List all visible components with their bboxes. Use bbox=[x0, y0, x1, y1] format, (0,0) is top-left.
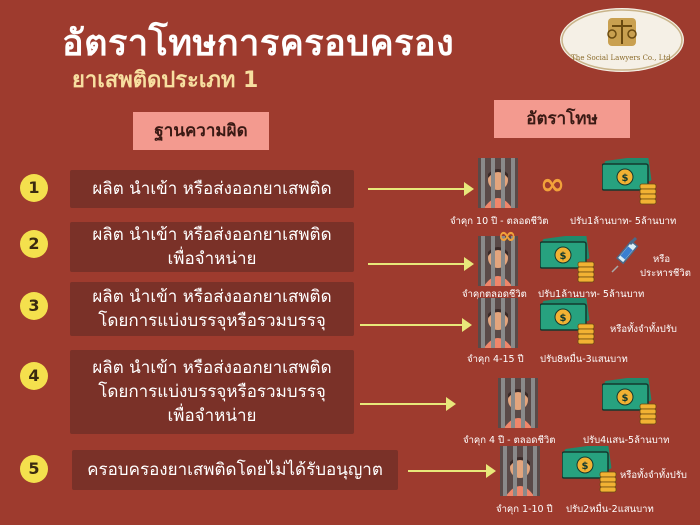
prison-term: จำคุก 4-15 ปี bbox=[467, 354, 524, 365]
money-icon bbox=[562, 446, 617, 493]
prisoner-icon bbox=[498, 378, 538, 428]
offense-line: โดยการแบ่งบรรจุหรือรวมบรรจุ bbox=[98, 382, 326, 402]
offense-line: ครอบครองยาเสพติดโดยไม่ได้รับอนุญาต bbox=[87, 460, 383, 480]
offense-box-2: ผลิต นำเข้า หรือส่งออกยาเสพติด เพื่อจำหน… bbox=[70, 222, 354, 272]
penalty-note: หรือ bbox=[653, 254, 671, 265]
prison-term: จำคุกตลอดชีวิต bbox=[462, 289, 527, 300]
prisoner-icon bbox=[500, 446, 540, 496]
offense-box-1: ผลิต นำเข้า หรือส่งออกยาเสพติด bbox=[70, 170, 354, 208]
syringe-icon bbox=[611, 236, 639, 273]
row-number-3: 3 bbox=[20, 292, 48, 320]
page-title: อัตราโทษการครอบครอง bbox=[62, 23, 455, 64]
prison-term: จำคุก 1-10 ปี bbox=[496, 504, 553, 515]
arrow-icon bbox=[368, 182, 474, 196]
offense-line: ผลิต นำเข้า หรือส่งออกยาเสพติด bbox=[92, 225, 332, 245]
row-number-4: 4 bbox=[20, 362, 48, 390]
penalty-column-header: อัตราโทษ bbox=[494, 100, 630, 138]
penalty-note: ประหารชีวิต bbox=[640, 268, 691, 279]
row-number-2: 2 bbox=[20, 230, 48, 258]
offense-box-4: ผลิต นำเข้า หรือส่งออกยาเสพติด โดยการแบ่… bbox=[70, 350, 354, 434]
fine-amount: ปรับ2หมื่น-2แสนบาท bbox=[566, 504, 654, 515]
arrow-icon bbox=[360, 397, 456, 411]
offense-line: เพื่อจำหน่าย bbox=[167, 249, 257, 269]
prison-term: จำคุก 10 ปี - ตลอดชีวิต bbox=[450, 216, 549, 227]
offense-line: เพื่อจำหน่าย bbox=[167, 406, 257, 426]
fine-amount: ปรับ8หมื่น-3แสนบาท bbox=[540, 354, 628, 365]
money-icon bbox=[540, 298, 595, 345]
arrow-icon bbox=[360, 318, 472, 332]
offense-box-5: ครอบครองยาเสพติดโดยไม่ได้รับอนุญาต bbox=[72, 450, 398, 490]
offense-box-3: ผลิต นำเข้า หรือส่งออกยาเสพติด โดยการแบ่… bbox=[70, 282, 354, 336]
offense-column-header: ฐานความผิด bbox=[133, 112, 269, 150]
logo-text: The Social Lawyers Co., Ltd. bbox=[571, 54, 673, 62]
row-number-5: 5 bbox=[20, 455, 48, 483]
arrow-icon bbox=[408, 464, 496, 478]
penalty-note: หรือทั้งจำทั้งปรับ bbox=[610, 324, 677, 335]
page-subtitle: ยาเสพติดประเภท 1 bbox=[72, 68, 259, 93]
company-logo: The Social Lawyers Co., Ltd. bbox=[560, 8, 684, 72]
money-icon bbox=[540, 236, 595, 283]
fine-amount: ปรับ1ล้านบาท- 5ล้านบาท bbox=[570, 216, 677, 227]
offense-line: ผลิต นำเข้า หรือส่งออกยาเสพติด bbox=[92, 179, 332, 199]
infinity-icon: ∞ bbox=[498, 224, 517, 249]
penalty-note: หรือทั้งจำทั้งปรับ bbox=[620, 470, 687, 481]
fine-amount: ปรับ1ล้านบาท- 5ล้านบาท bbox=[538, 289, 645, 300]
prisoner-icon bbox=[478, 298, 518, 348]
money-icon bbox=[602, 158, 657, 205]
infinity-icon: ∞ bbox=[540, 167, 565, 202]
offense-line: ผลิต นำเข้า หรือส่งออกยาเสพติด bbox=[92, 358, 332, 378]
money-icon bbox=[602, 378, 657, 425]
arrow-icon bbox=[368, 257, 474, 271]
row-number-1: 1 bbox=[20, 174, 48, 202]
prisoner-icon bbox=[478, 158, 518, 208]
fine-amount: ปรับ4แสน-5ล้านบาท bbox=[583, 435, 670, 446]
offense-line: ผลิต นำเข้า หรือส่งออกยาเสพติด bbox=[92, 287, 332, 307]
prison-term: จำคุก 4 ปี - ตลอดชีวิต bbox=[463, 435, 556, 446]
offense-line: โดยการแบ่งบรรจุหรือรวมบรรจุ bbox=[98, 311, 326, 331]
